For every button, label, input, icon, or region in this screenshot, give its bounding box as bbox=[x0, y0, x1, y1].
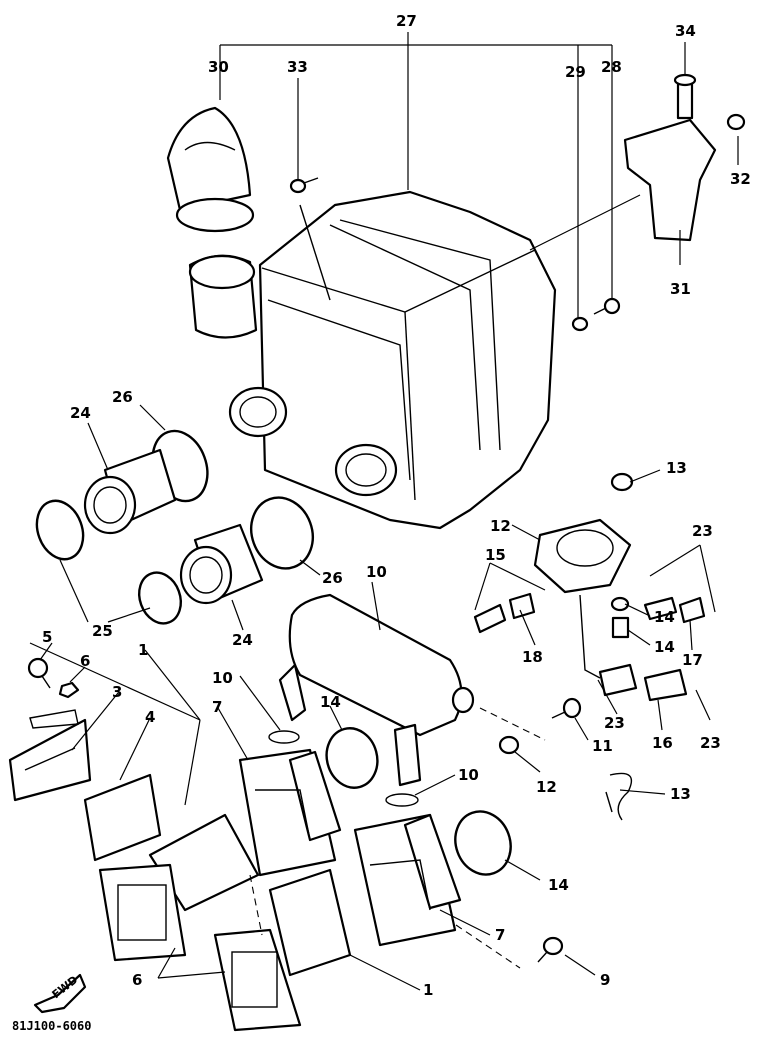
intake-duct bbox=[166, 106, 255, 233]
dashed-leaders bbox=[249, 707, 546, 969]
callout-18: 14 bbox=[654, 608, 675, 626]
callout-19: 15 bbox=[485, 546, 506, 564]
callout-9: 10 bbox=[366, 563, 387, 581]
callout-5: 6 bbox=[80, 652, 90, 670]
callout-34: 34 bbox=[675, 22, 696, 40]
reed-group-outline bbox=[29, 709, 79, 729]
callout-labels: 27 30 33 29 28 34 32 31 26 24 25 26 24 1… bbox=[12, 12, 751, 1033]
callout-26-lower: 26 bbox=[322, 569, 343, 587]
callout-23-b: 23 bbox=[604, 714, 625, 732]
callout-23-a: 23 bbox=[692, 522, 713, 540]
carburetor-joints bbox=[238, 748, 462, 947]
callout-31: 33 bbox=[287, 58, 308, 76]
drawing-code: 81J100-6060 bbox=[12, 1019, 91, 1033]
callout-33: 32 bbox=[730, 170, 751, 188]
pulse-pump bbox=[473, 472, 706, 639]
callout-28: 28 bbox=[601, 58, 622, 76]
callout-fourteen-upper: 14 bbox=[320, 693, 341, 711]
callout-24-lower: 24 bbox=[232, 631, 253, 649]
callout-10-upper: 10 bbox=[212, 669, 233, 687]
callout-2: 4 bbox=[145, 708, 155, 726]
callout-16: 13 bbox=[666, 459, 687, 477]
callout-32: 31 bbox=[670, 280, 691, 298]
callout-8: 9 bbox=[600, 971, 610, 989]
callout-27: 27 bbox=[396, 12, 417, 30]
callout-10-lower: 10 bbox=[458, 766, 479, 784]
callout-3: 3 bbox=[112, 683, 122, 701]
intake-joints bbox=[35, 429, 314, 625]
air-filter-case bbox=[188, 190, 557, 530]
callout-15: 12 bbox=[490, 517, 511, 535]
hose-clip bbox=[605, 772, 633, 821]
leader-lines bbox=[29, 32, 739, 991]
callout-7-upper: 7 bbox=[212, 698, 222, 716]
clamps-and-rings bbox=[268, 727, 512, 876]
callout-22: 18 bbox=[522, 648, 543, 666]
callout-7-lower: 7 bbox=[495, 926, 505, 944]
callout-17: 14 bbox=[654, 638, 675, 656]
screws-small bbox=[27, 657, 582, 963]
callout-1-upper: 1 bbox=[138, 641, 148, 659]
forward-direction-arrow: FWD bbox=[33, 973, 87, 1014]
callout-1-lower: 1 bbox=[423, 981, 433, 999]
callout-six: 6 bbox=[132, 971, 142, 989]
hoses bbox=[579, 594, 688, 702]
callout-24-upper: 24 bbox=[70, 404, 91, 422]
callout-fourteen-lower: 14 bbox=[548, 876, 569, 894]
callout-4: 5 bbox=[42, 628, 52, 646]
callout-29: 29 bbox=[565, 63, 586, 81]
callout-21: 17 bbox=[682, 651, 703, 669]
callout-thirteen: 13 bbox=[670, 785, 691, 803]
callout-30: 30 bbox=[208, 58, 229, 76]
callout-23-c: 23 bbox=[700, 734, 721, 752]
mounting-bracket bbox=[623, 73, 746, 242]
callout-11: 11 bbox=[592, 737, 613, 755]
reed-valves bbox=[8, 718, 352, 1032]
callout-26-upper: 26 bbox=[112, 388, 133, 406]
callout-25: 25 bbox=[92, 622, 113, 640]
intake-silencer bbox=[278, 593, 475, 787]
callout-twelve: 12 bbox=[536, 778, 557, 796]
callout-20: 16 bbox=[652, 734, 673, 752]
